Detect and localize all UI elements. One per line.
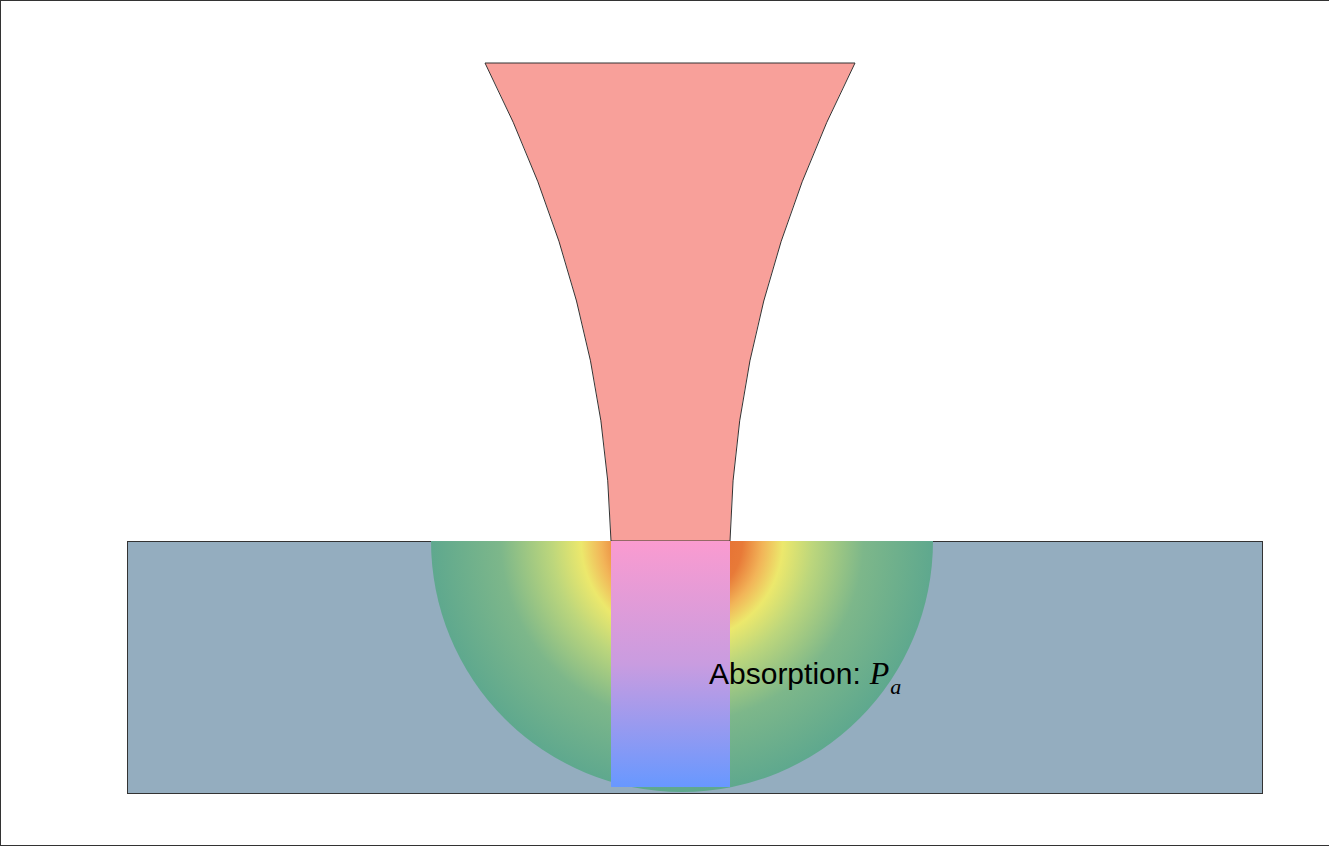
workpiece-slab: [128, 542, 1263, 794]
label-group: Absorption:Pa: [709, 657, 901, 689]
annotation-text: Absorption:: [709, 657, 861, 690]
heat-zone: [431, 541, 933, 792]
subscript-text: a: [890, 674, 901, 699]
laser-beam: [485, 63, 855, 541]
symbol-text: P: [870, 655, 890, 691]
